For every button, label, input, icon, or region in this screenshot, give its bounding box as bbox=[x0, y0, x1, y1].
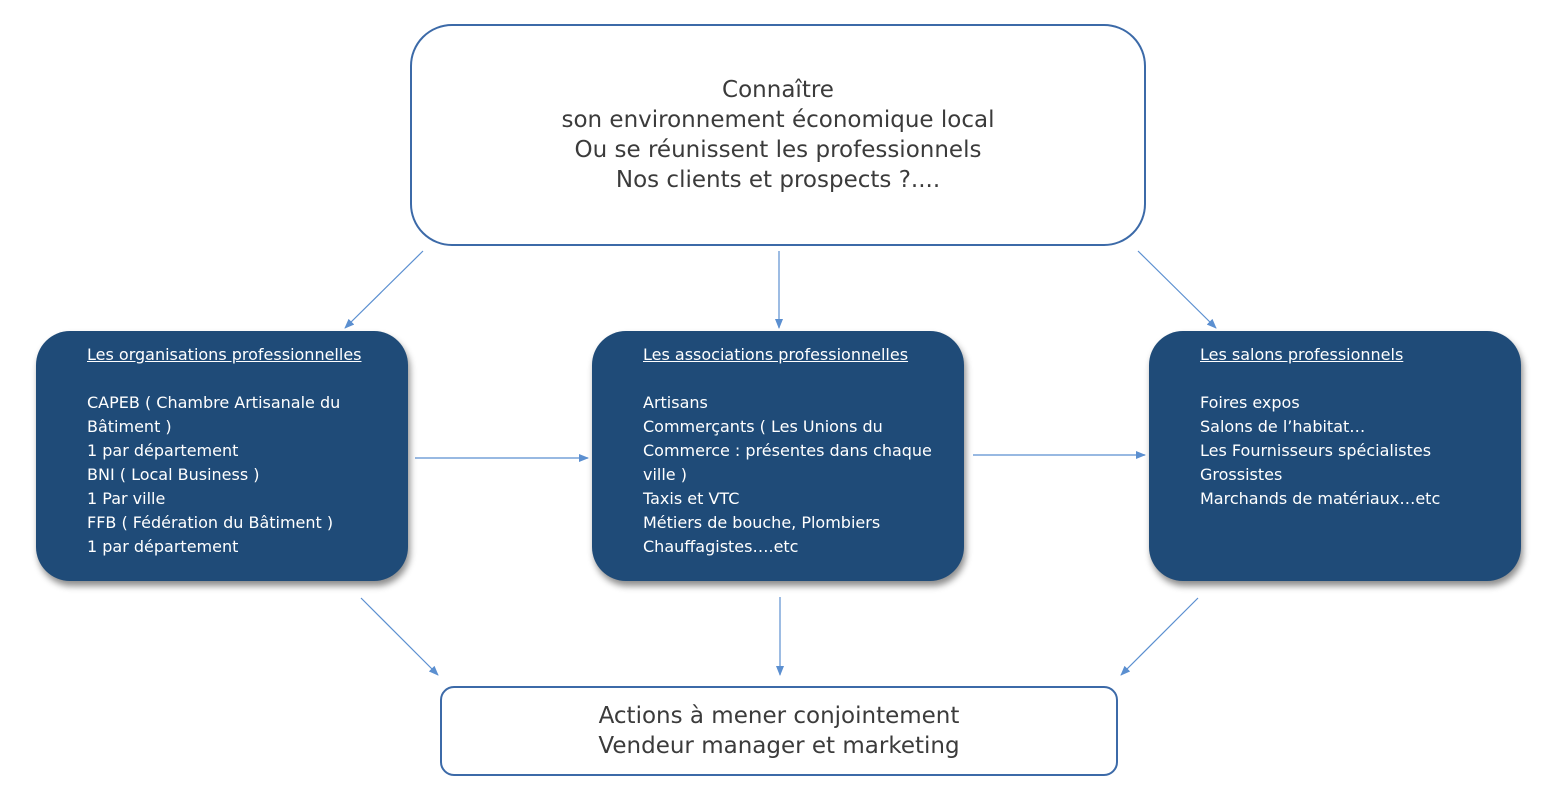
organisations-item: BNI ( Local Business ) bbox=[87, 465, 260, 484]
top-node-line: son environnement économique local bbox=[561, 107, 995, 133]
top-node-line: Nos clients et prospects ?.... bbox=[615, 167, 941, 193]
arrow-top-to-right bbox=[1137, 250, 1217, 329]
top-node-line: Connaître bbox=[722, 77, 834, 103]
associations-item: Métiers de bouche, Plombiers bbox=[643, 513, 881, 532]
salons-item: Grossistes bbox=[1200, 465, 1283, 484]
bottom-node-line: Actions à mener conjointement bbox=[598, 703, 960, 729]
arrow-right-to-bottom bbox=[1120, 597, 1199, 676]
organisations-item: 1 Par ville bbox=[87, 489, 166, 508]
associations-item: Taxis et VTC bbox=[643, 489, 740, 508]
associations-item: Artisans bbox=[643, 393, 708, 412]
organisations-item: 1 par département bbox=[87, 537, 239, 556]
associations-node: Les associations professionnelles Artisa… bbox=[592, 331, 964, 581]
organisations-title: Les organisations professionnelles bbox=[87, 345, 362, 364]
salons-item: Foires expos bbox=[1200, 393, 1300, 412]
associations-item: Commerçants ( Les Unions du Commerce : p… bbox=[643, 417, 932, 484]
organisations-node: Les organisations professionnelles CAPEB… bbox=[36, 331, 408, 581]
organisations-item: FFB ( Fédération du Bâtiment ) bbox=[87, 513, 334, 532]
bottom-node-line: Vendeur manager et marketing bbox=[598, 733, 960, 759]
arrow-left-to-bottom bbox=[360, 597, 439, 676]
arrow-top-to-left bbox=[344, 250, 424, 329]
salons-item: Les Fournisseurs spécialistes bbox=[1200, 441, 1432, 460]
salons-item: Salons de l’habitat… bbox=[1200, 417, 1366, 436]
associations-title: Les associations professionnelles bbox=[643, 345, 909, 364]
top-node: Connaître son environnement économique l… bbox=[410, 24, 1146, 246]
salons-item: Marchands de matériaux…etc bbox=[1200, 489, 1441, 508]
organisations-item: CAPEB ( Chambre Artisanale du Bâtiment ) bbox=[87, 393, 341, 436]
salons-node: Les salons professionnels Foires expos S… bbox=[1149, 331, 1521, 581]
bottom-node: Actions à mener conjointement Vendeur ma… bbox=[440, 686, 1118, 776]
organisations-item: 1 par département bbox=[87, 441, 239, 460]
associations-item: Chauffagistes….etc bbox=[643, 537, 799, 556]
salons-title: Les salons professionnels bbox=[1200, 345, 1404, 364]
top-node-line: Ou se réunissent les professionnels bbox=[574, 137, 982, 163]
